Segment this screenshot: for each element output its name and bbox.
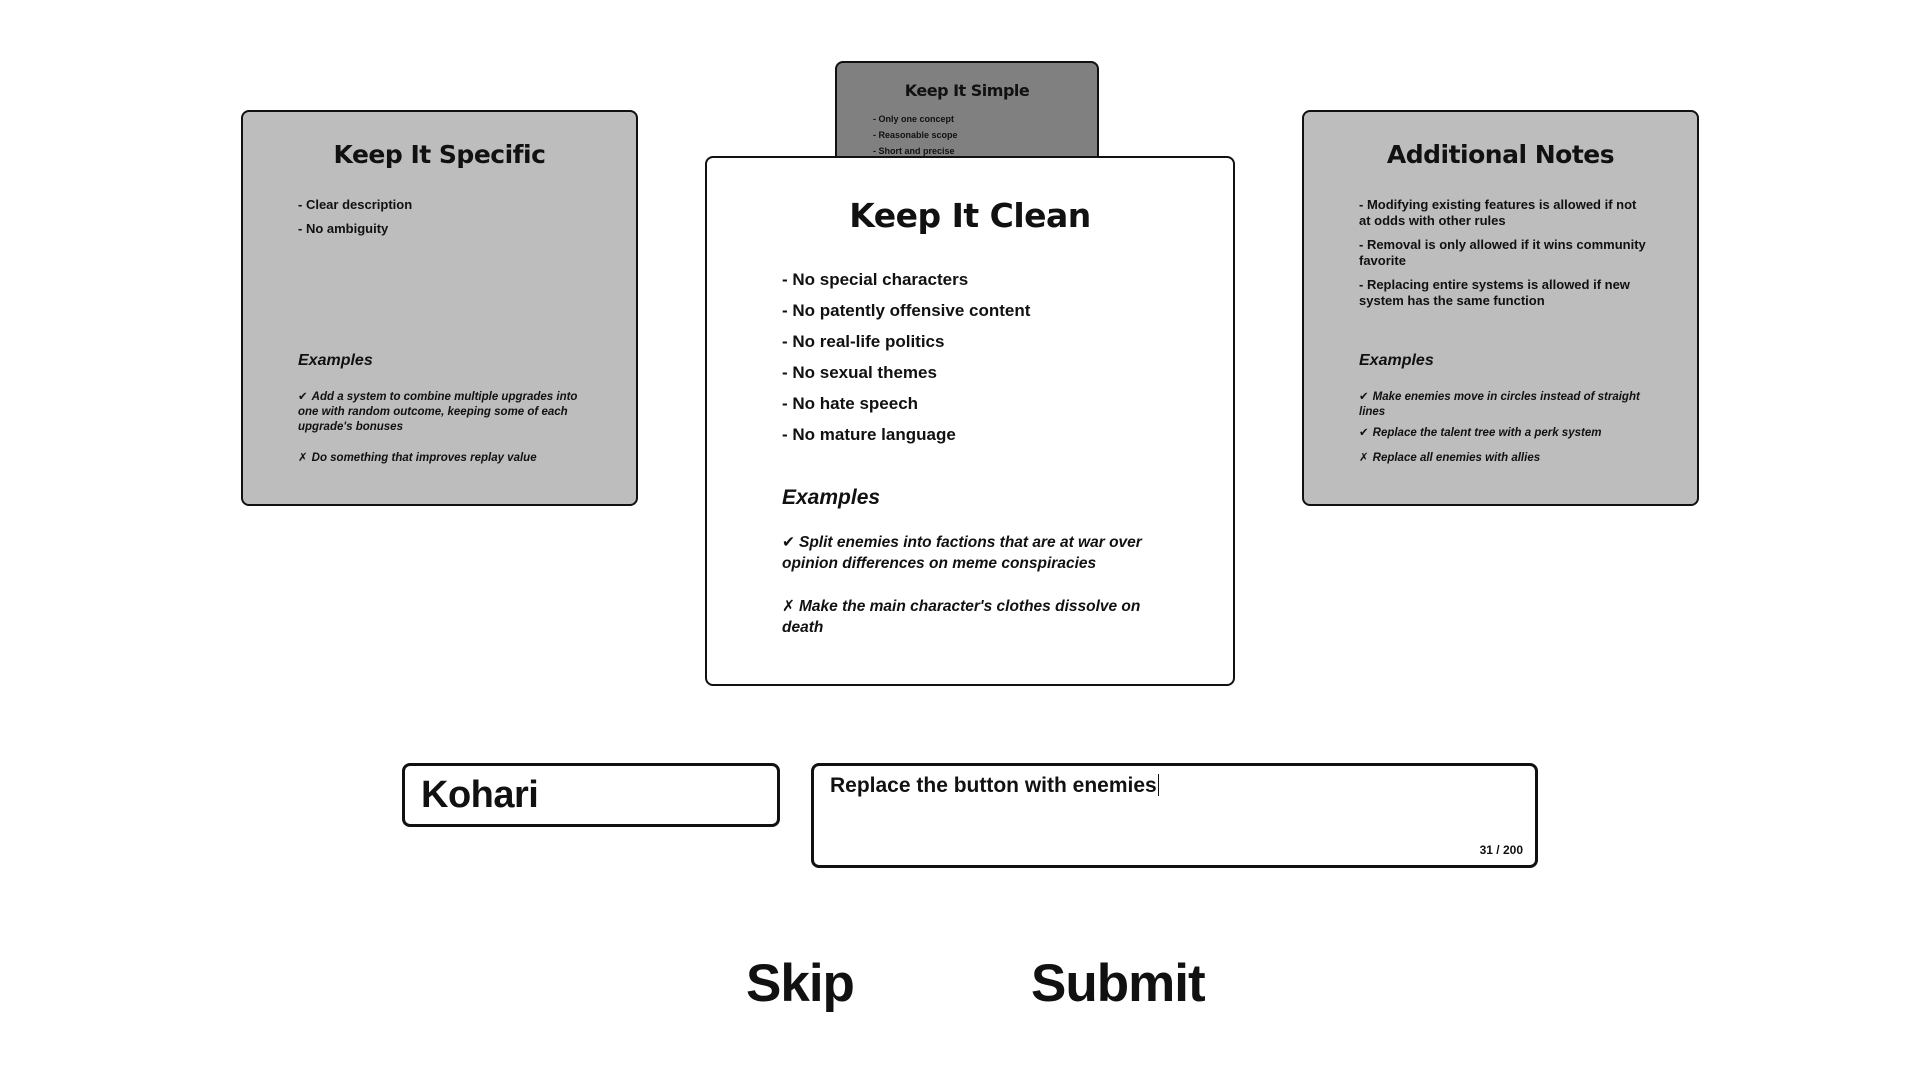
card-keep-it-clean[interactable]: Keep It Clean - No special characters - … [705, 156, 1235, 686]
character-counter: 31 / 200 [1479, 843, 1523, 857]
rule-item: - No mature language [782, 425, 956, 444]
rule-item: - Modifying existing features is allowed… [1359, 197, 1637, 228]
skip-button[interactable]: Skip [746, 954, 855, 1013]
card-keep-it-specific[interactable]: Keep It Specific - Clear description - N… [241, 110, 638, 506]
rules-list: - Clear description - No ambiguity [298, 197, 588, 245]
rule-item: - Replacing entire systems is allowed if… [1359, 277, 1630, 308]
card-title: Keep It Simple [904, 81, 1030, 100]
card-additional-notes[interactable]: Additional Notes - Modifying existing fe… [1302, 110, 1699, 506]
card-title: Keep It Clean [849, 196, 1091, 235]
good-example: ✔Replace the talent tree with a perk sys… [1359, 427, 1602, 439]
examples-heading: Examples [1359, 352, 1434, 369]
cross-icon: ✗ [298, 452, 308, 464]
idea-input-text: Replace the button with enemies [830, 774, 1160, 798]
rule-item: - No sexual themes [782, 363, 937, 382]
rules-list: - No special characters - No patently of… [782, 270, 1182, 456]
examples-heading: Examples [782, 486, 881, 509]
rule-item: - No ambiguity [298, 221, 389, 236]
rule-item: - Clear description [298, 197, 413, 212]
examples-heading: Examples [298, 352, 373, 369]
checkmark-icon: ✔ [1359, 391, 1369, 403]
good-example: ✔Add a system to combine multiple upgrad… [298, 391, 578, 433]
name-input-value: Kohari [421, 774, 539, 816]
rule-item: - Reasonable scope [873, 130, 958, 140]
rule-item: - No special characters [782, 270, 969, 289]
examples-list: ✔Make enemies move in circles instead of… [1359, 390, 1644, 466]
bad-example: ✗Make the main character's clothes disso… [782, 598, 1141, 636]
rules-list: - Only one concept - Reasonable scope - … [873, 114, 1097, 156]
rules-list: - Modifying existing features is allowed… [1359, 197, 1649, 317]
rule-item: - No real-life politics [782, 332, 945, 351]
card-title: Keep It Specific [333, 140, 546, 169]
idea-input-value: Replace the button with enemies [830, 774, 1157, 797]
good-example: ✔Split enemies into factions that are at… [782, 534, 1142, 572]
bad-example: ✗Do something that improves replay value [298, 452, 537, 464]
idea-input[interactable]: Replace the button with enemies 31 / 200 [811, 763, 1538, 868]
checkmark-icon: ✔ [298, 391, 308, 403]
bad-example: ✗Replace all enemies with allies [1359, 452, 1541, 464]
examples-list: ✔Add a system to combine multiple upgrad… [298, 390, 583, 466]
submit-button[interactable]: Submit [1031, 954, 1206, 1013]
rule-item: - Only one concept [873, 114, 955, 124]
good-example: ✔Make enemies move in circles instead of… [1359, 391, 1640, 418]
card-title: Additional Notes [1386, 140, 1615, 169]
rule-item: - No patently offensive content [782, 301, 1031, 320]
text-caret [1157, 774, 1160, 796]
checkmark-icon: ✔ [1359, 427, 1369, 439]
cross-icon: ✗ [782, 598, 795, 615]
cross-icon: ✗ [1359, 452, 1369, 464]
rule-item: - Removal is only allowed if it wins com… [1359, 237, 1646, 268]
checkmark-icon: ✔ [782, 534, 795, 551]
rule-item: - Short and precise [873, 146, 955, 156]
rule-item: - No hate speech [782, 394, 919, 413]
name-input[interactable]: Kohari [402, 763, 780, 827]
examples-list: ✔Split enemies into factions that are at… [782, 532, 1172, 638]
